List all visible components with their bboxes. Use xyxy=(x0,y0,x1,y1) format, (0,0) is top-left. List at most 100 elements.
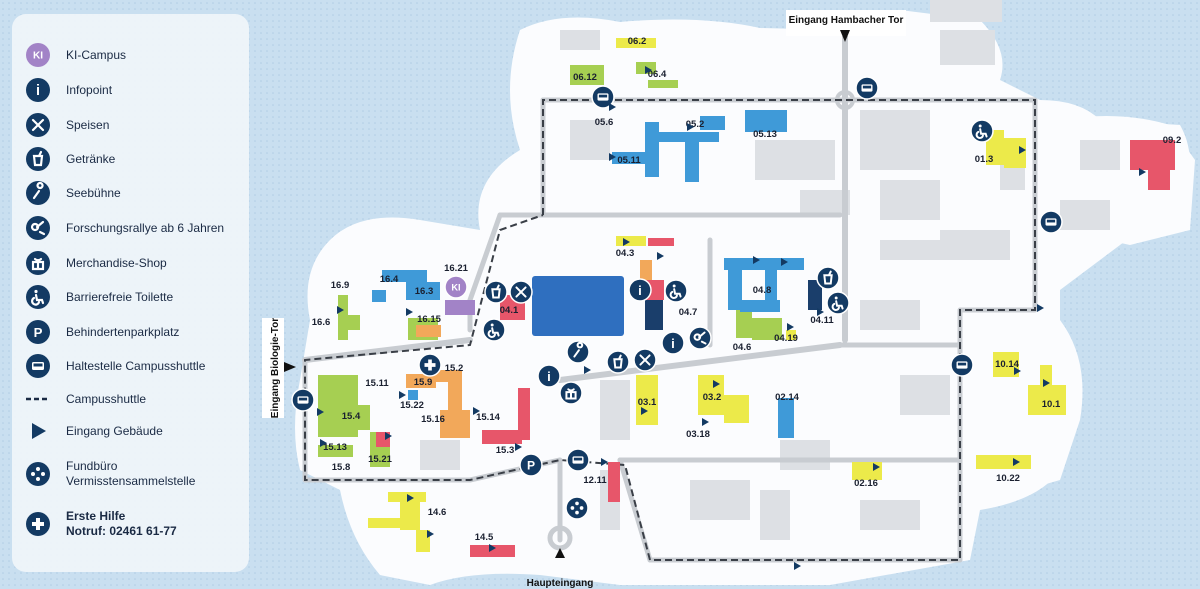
building-label: 05.13 xyxy=(753,129,777,140)
building-label: 10.14 xyxy=(995,359,1019,370)
wheelchair-icon xyxy=(826,291,850,315)
triangle-icon xyxy=(26,419,50,443)
entrance-triangle xyxy=(385,432,392,440)
building-label: 01.3 xyxy=(975,154,994,165)
blue-buildings xyxy=(372,110,804,438)
entrance-triangle xyxy=(609,153,616,161)
building-label: 16.15 xyxy=(417,314,441,325)
building-label: 15.14 xyxy=(476,412,500,423)
building-label: 10.22 xyxy=(996,473,1020,484)
legend-label: Haltestelle Campusshuttle xyxy=(66,358,206,373)
entrance-triangle xyxy=(609,103,616,111)
entrance-triangle xyxy=(657,252,664,260)
legend-label: Eingang Gebäude xyxy=(66,423,163,438)
ki-campus-icon: KI xyxy=(26,43,50,67)
legend-item: Erste Hilfe Notruf: 02461 61-77 xyxy=(26,509,177,539)
entrance-triangle xyxy=(1019,146,1026,154)
svg-text:KI: KI xyxy=(451,282,460,292)
building-label: 06.12 xyxy=(573,72,597,83)
building-label: 16.21 xyxy=(444,263,468,274)
gate-hambacher: Eingang Hambacher Tor xyxy=(786,10,906,42)
svg-text:Haupteingang: Haupteingang xyxy=(527,578,594,589)
info-icon: i xyxy=(537,364,561,388)
entrance-triangle xyxy=(623,238,630,246)
parking-icon: P xyxy=(26,320,50,344)
building-label: 09.2 xyxy=(1163,135,1182,146)
legend-label: Campusshuttle xyxy=(66,391,147,406)
bus-icon xyxy=(855,76,879,100)
building-label: 02.14 xyxy=(775,392,799,403)
legend-label: Speisen xyxy=(66,117,110,132)
building-label: 06.2 xyxy=(628,36,647,47)
cutlery-icon xyxy=(26,113,50,137)
bus-icon xyxy=(950,353,974,377)
building-label: 05.6 xyxy=(595,117,614,128)
svg-text:KI: KI xyxy=(33,51,43,62)
legend-item: Campusshuttle xyxy=(26,387,146,411)
bus-icon xyxy=(291,388,315,412)
svg-text:Eingang Hambacher Tor: Eingang Hambacher Tor xyxy=(789,15,904,26)
legend-item: Speisen xyxy=(26,113,109,137)
entrance-triangle xyxy=(645,66,652,74)
info-icon: i xyxy=(661,331,685,355)
first-aid-icon xyxy=(26,512,50,536)
building-label: 15.2 xyxy=(445,363,464,374)
entrance-triangle xyxy=(753,256,760,264)
parking-icon: P xyxy=(519,453,543,477)
navy-buildings xyxy=(645,280,822,330)
building-label: 04.7 xyxy=(679,307,698,318)
legend-label: Merchandise-Shop xyxy=(66,255,167,270)
building-label: 04.6 xyxy=(733,342,752,353)
svg-text:Eingang Biologie-Tor: Eingang Biologie-Tor xyxy=(270,318,281,418)
building-label: 14.6 xyxy=(428,507,447,518)
legend-item: Eingang Gebäude xyxy=(26,419,163,443)
entrance-triangle xyxy=(407,494,414,502)
building-label: 15.21 xyxy=(368,454,392,465)
building-label: 16.4 xyxy=(380,274,399,285)
building-label: 02.16 xyxy=(854,478,878,489)
cutlery-icon xyxy=(633,348,657,372)
bus-icon xyxy=(566,448,590,472)
red-buildings xyxy=(376,140,1175,557)
entrance-triangle xyxy=(873,463,880,471)
building-label: 15.3 xyxy=(496,445,515,456)
building-label: 06.4 xyxy=(648,69,667,80)
building-label: 04.8 xyxy=(753,285,772,296)
building-label: 05.2 xyxy=(686,119,705,130)
building-label: 15.8 xyxy=(332,462,351,473)
entrance-triangle xyxy=(787,323,794,331)
legend-label: Forschungsrallye ab 6 Jahren xyxy=(66,220,225,235)
cutlery-icon xyxy=(509,280,533,304)
entrance-triangle xyxy=(1139,168,1146,176)
generic-buildings xyxy=(420,0,1120,540)
wheelchair-icon xyxy=(664,279,688,303)
entrance-triangle xyxy=(489,544,496,552)
wheelchair-icon xyxy=(482,318,506,342)
lost-found-icon xyxy=(565,496,589,520)
building-label: 15.9 xyxy=(414,377,433,388)
gate-biologie: Eingang Biologie-Tor xyxy=(262,318,296,418)
svg-text:i: i xyxy=(638,283,642,298)
dashed-line-icon xyxy=(26,387,50,411)
drink-icon xyxy=(606,350,630,374)
info-icon: i xyxy=(628,278,652,302)
building-label: 10.1 xyxy=(1042,399,1061,410)
building-label: 16.3 xyxy=(415,286,434,297)
legend-item: Merchandise-Shop xyxy=(26,251,167,275)
legend-item: Fundbüro Vermisstensammelstelle xyxy=(26,459,195,489)
wheelchair-icon xyxy=(26,285,50,309)
bus-icon xyxy=(1039,210,1063,234)
entrance-triangle xyxy=(1013,458,1020,466)
entrance-triangle xyxy=(317,408,324,416)
microphone-icon xyxy=(566,340,590,364)
entrance-triangle xyxy=(399,391,406,399)
legend-item: Forschungsrallye ab 6 Jahren xyxy=(26,216,224,240)
building-label: 04.19 xyxy=(774,333,798,344)
entrance-triangle xyxy=(687,123,694,131)
drink-icon xyxy=(816,266,840,290)
gate-haupt: Haupteingang xyxy=(527,548,594,589)
legend-item: Haltestelle Campusshuttle xyxy=(26,354,205,378)
